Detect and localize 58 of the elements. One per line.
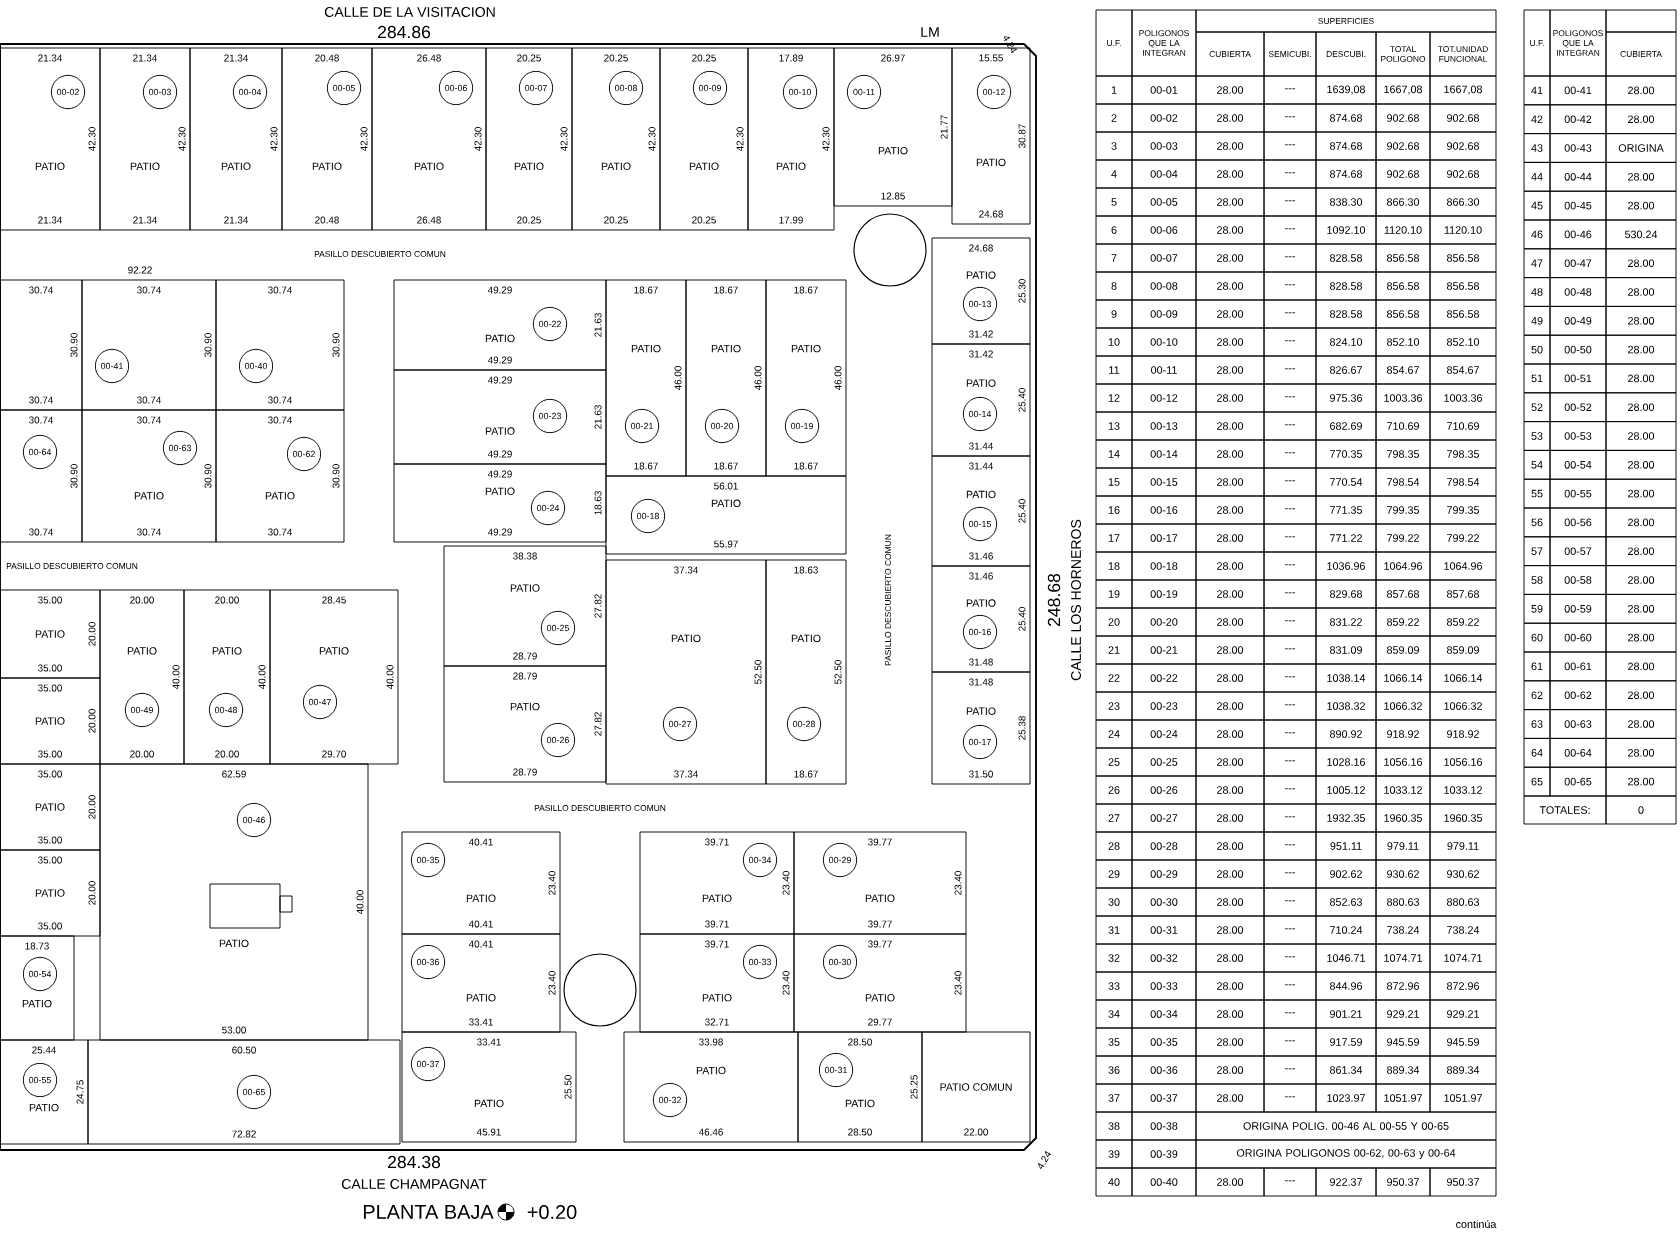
lot-box [0,763,101,851]
lot-box [685,279,767,477]
lot-box [659,47,749,231]
lot-box [571,47,661,231]
lot-box [931,455,1031,567]
lot-box [0,279,83,411]
lot-box [765,279,847,477]
lot-box [81,279,217,411]
lot-box [393,279,607,371]
lot-box [215,279,345,411]
lot-box [281,47,373,231]
lot-box [401,831,561,935]
lot-box [371,47,487,231]
lot-box [605,279,687,477]
lot-box [793,831,967,935]
drawing-title: PLANTA BAJA [363,1205,494,1219]
lot-box [931,237,1031,345]
lot-box [485,47,573,231]
lot-box [99,763,369,1041]
lot-box [747,47,835,231]
lot-box [833,47,953,207]
lot-box [605,475,847,555]
dimension-label: 248.68 [1047,573,1061,626]
lot-box [0,849,101,937]
lot-box [0,935,75,1041]
lot-box [793,933,967,1033]
lot-box [401,933,561,1033]
lot-box [269,589,399,765]
lot-box [443,545,607,667]
lot-box [443,665,607,783]
lot-box [87,1039,401,1145]
lot-box [931,565,1031,673]
lot-box [401,1031,577,1143]
level-label: +0.20 [527,1205,577,1220]
lot-box [215,409,345,543]
dimension-label: 284.86 [378,25,431,39]
lot-box [0,409,83,543]
lot-box [639,933,795,1033]
lot-box [921,1031,1031,1143]
lot-box [639,831,795,935]
lot-box [99,47,191,231]
lot-box [797,1031,923,1143]
dimension-label: 284.38 [388,1155,441,1169]
lot-box [0,47,101,231]
lot-box [189,47,283,231]
lot-box [393,369,607,465]
lot-box [393,463,607,543]
lot-box [0,589,101,679]
lot-box [0,677,101,765]
lot-box [605,559,767,785]
lot-box [931,671,1031,785]
lot-box [765,559,847,785]
lot-box [623,1031,799,1143]
lot-box [81,409,217,543]
lot-box [931,343,1031,457]
lot-box [183,589,271,765]
lot-box [0,1039,89,1145]
lot-box [99,589,185,765]
